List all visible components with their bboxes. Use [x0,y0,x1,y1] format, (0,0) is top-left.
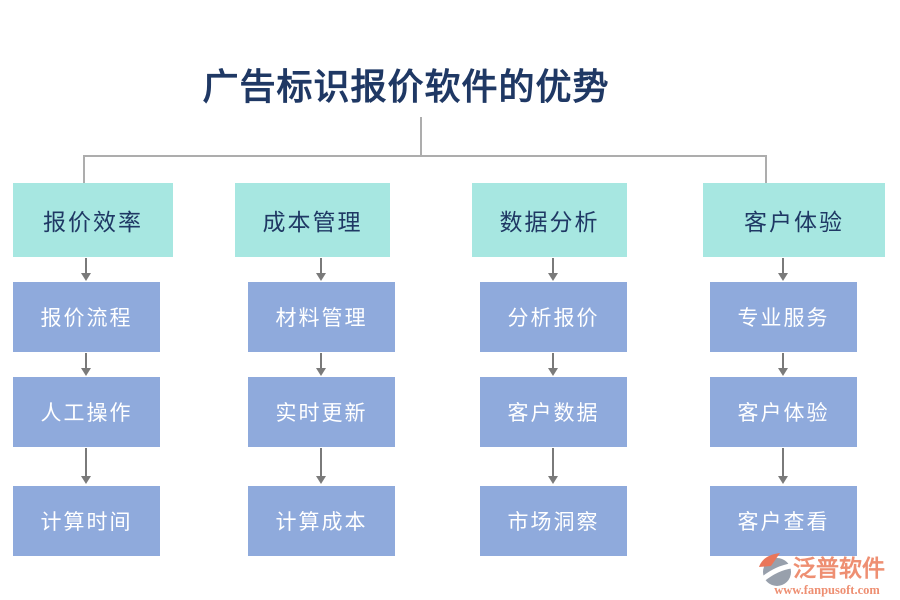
col3-arrow-2 [547,353,559,376]
col3-item-1-box: 分析报价 [480,282,627,352]
col1-arrow-3 [80,448,92,484]
col4-item-2-box: 客户体验 [710,377,857,447]
col2-item-1-box: 材料管理 [248,282,395,352]
col2-arrow-3 [315,448,327,484]
col2-arrow-1 [315,258,327,281]
col1-arrow-1 [80,258,92,281]
col4-arrow-2 [777,353,789,376]
watermark-url: www.fanpusoft.com [774,583,880,597]
col3-item-2-box: 客户数据 [480,377,627,447]
col2-item-3-box: 计算成本 [248,486,395,556]
fanpu-logo-icon [757,551,793,587]
col1-header-box: 报价效率 [13,183,173,257]
watermark-brand: 泛普软件 [793,556,885,581]
col2-item-2-box: 实时更新 [248,377,395,447]
col4-arrow-1 [777,258,789,281]
col2-arrow-2 [315,353,327,376]
col3-header-box: 数据分析 [472,183,627,257]
col3-arrow-3 [547,448,559,484]
col4-item-3-box: 客户查看 [710,486,857,556]
tree-right-stub-connector [765,155,767,183]
col1-item-1-box: 报价流程 [13,282,160,352]
tree-root-connector [420,117,422,155]
col4-item-1-box: 专业服务 [710,282,857,352]
tree-horizontal-connector [83,155,767,157]
page-title: 广告标识报价软件的优势 [202,67,610,107]
col4-arrow-3 [777,448,789,484]
tree-left-stub-connector [83,155,85,183]
col3-arrow-1 [547,258,559,281]
col3-item-3-box: 市场洞察 [480,486,627,556]
col1-item-3-box: 计算时间 [13,486,160,556]
col1-arrow-2 [80,353,92,376]
col2-header-box: 成本管理 [235,183,390,257]
col1-item-2-box: 人工操作 [13,377,160,447]
watermark: 泛普软件 www.fanpusoft.com [757,551,897,597]
col4-header-box: 客户体验 [703,183,885,257]
